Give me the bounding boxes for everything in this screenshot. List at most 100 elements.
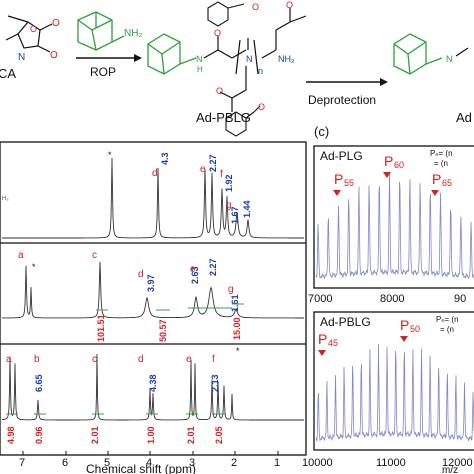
nca-o-top: O	[52, 18, 60, 29]
benzyl-top	[207, 1, 245, 27]
maldi-top-xtick-3: 90	[454, 293, 466, 305]
backbone-n: N	[246, 54, 253, 64]
maldi-top-frame	[313, 145, 474, 289]
mid-int-397: 3.97	[146, 274, 156, 292]
bot-label-a: a	[6, 354, 12, 365]
maldi-top-xtick-2: 8000	[380, 293, 404, 305]
ad-plg-adamantane	[393, 33, 443, 75]
ad-plg-n: N	[446, 54, 453, 64]
initiator-nh2: NH₂	[124, 28, 142, 39]
ester-o-bottom2: O	[258, 102, 265, 112]
maldi-top-spectrum	[315, 172, 474, 280]
nmr-xtick-6: 6	[62, 457, 68, 469]
amide-o: O	[214, 28, 221, 38]
bot-integral-2: 0.96	[34, 426, 44, 444]
mid-integral-3: 15.00	[232, 317, 242, 340]
maldi-top-arrows	[333, 172, 439, 196]
maldi-bottom-title: Ad-PBLG	[320, 315, 371, 329]
nca-o-bottom: O	[50, 50, 58, 61]
bot-integral-4: 1.00	[146, 426, 156, 444]
maldi-bottom-p50-sub: 50	[410, 324, 420, 334]
top-side-text: H₂	[2, 196, 9, 202]
maldi-top-p55: P	[334, 171, 343, 187]
maldi-top-title: Ad-PLG	[320, 149, 363, 163]
mid-integral-2: 50.57	[158, 319, 168, 342]
maldi-top-p55-sub: 55	[344, 178, 354, 188]
mid-star: *	[32, 262, 36, 272]
top-label-f: f	[220, 169, 223, 180]
top-int-167: 1.67	[230, 206, 240, 224]
maldi-top-formula-1: Pₙ= (n	[430, 149, 453, 158]
bot-label-f: f	[212, 354, 215, 365]
bot-integral-5: 2.01	[186, 426, 196, 444]
ester-o-bottom: O	[216, 86, 223, 96]
mid-int-227: 2.27	[208, 258, 218, 276]
top-int-192: 1.92	[224, 174, 234, 192]
ester-o-top: O	[286, 0, 293, 10]
maldi-panel: (c) Ad-PLG Pₙ= (n = (n P 55 P 60 P 65 70…	[302, 124, 474, 474]
ad-plg-bond	[455, 47, 469, 57]
nmr-xtick-3: 3	[189, 457, 195, 469]
bot-int-438: 4.38	[148, 374, 158, 392]
deprotection-arrowhead	[380, 78, 388, 86]
ester-o-link: O	[252, 2, 259, 12]
mid-integral-1: 101.51	[96, 314, 106, 342]
bot-label-d: d	[138, 354, 144, 365]
nmr-xticks	[22, 451, 279, 455]
maldi-bottom-xlabel: m/z	[442, 465, 458, 474]
bot-label-e: e	[186, 354, 192, 365]
maldi-bottom-arrows	[318, 336, 408, 356]
maldi-bottom-p45-sub: 45	[328, 338, 338, 348]
maldi-bottom-frame	[313, 311, 474, 451]
nmr-spectrum-bottom	[1, 353, 304, 421]
nmr-xtick-7: 7	[19, 457, 25, 469]
nca-n: N	[18, 52, 25, 63]
maldi-top-p60-sub: 60	[394, 160, 404, 170]
maldi-bottom-formula-2: = (n	[440, 325, 454, 334]
nmr-panel: * d 4.3 e 2.27 f 1.92 g 1.67 1.44 H₂ a *…	[0, 141, 307, 474]
bot-integral-3: 2.01	[90, 426, 100, 444]
benzyl-bottom	[225, 105, 261, 137]
repeat-n: n	[258, 66, 263, 76]
nmr-spectrum-middle	[2, 261, 304, 319]
maldi-bottom-xtick-3: 12000	[442, 457, 473, 469]
mid-int-161: 1.61	[230, 294, 240, 312]
bot-label-c: c	[92, 354, 97, 365]
rop-label: ROP	[90, 65, 116, 79]
nca-label: CA	[0, 66, 16, 81]
top-int-144: 1.44	[242, 200, 252, 218]
maldi-bottom-xtick-2: 11000	[376, 457, 406, 469]
maldi-top-p65-sub: 65	[442, 178, 452, 188]
nmr-spectrum-top	[2, 157, 304, 239]
mid-int-263: 2.63	[190, 266, 200, 284]
maldi-bottom-xtick-1: 10000	[302, 457, 333, 469]
maldi-top-p65: P	[432, 171, 441, 187]
bot-integral-1: 4.98	[6, 426, 16, 444]
maldi-top-formula-2: = (n	[434, 159, 448, 168]
top-label-g: g	[226, 200, 232, 211]
nmr-xtick-5: 5	[104, 457, 110, 469]
product-label: Ad-PBLG	[196, 110, 251, 125]
end-nh2: NH₂	[278, 54, 295, 64]
maldi-bottom-p50: P	[400, 317, 409, 333]
maldi-panel-label: (c)	[314, 124, 329, 139]
nmr-xtick-4: 4	[146, 457, 152, 469]
ad-plg-label: Ad	[456, 110, 472, 125]
bot-label-b: b	[34, 354, 40, 365]
top-int-227: 2.27	[208, 154, 218, 172]
nca-o-mid: O	[30, 24, 37, 34]
top-label-e: e	[200, 164, 206, 175]
reaction-scheme: O O O N CA NH₂ ROP	[0, 0, 472, 137]
nmr-frame	[0, 141, 307, 456]
top-int-43: 4.3	[160, 152, 170, 165]
nca-structure	[5, 15, 53, 53]
amide-nh: N	[196, 54, 203, 64]
rop-arrowhead	[134, 54, 142, 62]
bot-int-213: 2.13	[210, 374, 220, 392]
maldi-top-p60: P	[384, 153, 393, 169]
bot-integral-6: 2.05	[214, 426, 224, 444]
mid-label-e: e	[190, 264, 196, 275]
maldi-top-xtick-1: 7000	[308, 293, 332, 305]
amide-h: H	[197, 65, 203, 74]
mid-label-a: a	[18, 250, 24, 261]
